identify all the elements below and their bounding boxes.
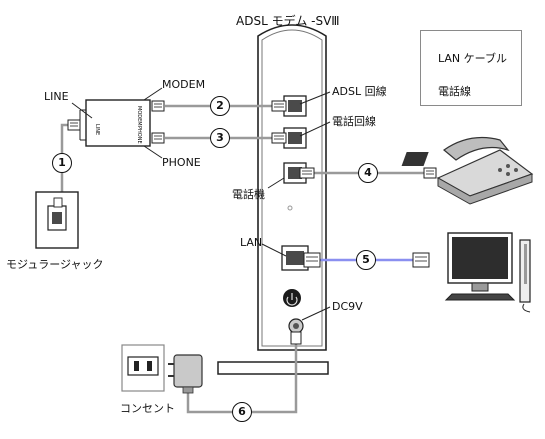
modem-title: ADSL モデム -SVⅢ [236,14,340,28]
modular-jack [35,191,79,249]
legend [420,30,522,106]
step-badge-2: 2 [210,96,230,116]
lan-label: LAN [240,236,263,249]
leader-telephone [267,177,285,189]
power-button [283,289,301,307]
splitter-phone-label: PHONE [162,156,201,169]
plug-splitter-phone [151,132,165,144]
cable-1 [60,123,70,200]
plug-modem-phone-line [271,132,287,144]
step-badge-5: 5 [356,250,376,270]
leader-adsl-line [299,91,331,105]
splitter-modem-label: MODEM [162,78,206,91]
splitter-body-modem: MODEM [136,106,142,126]
modem-indicator [287,205,293,211]
plug-telephone [423,167,437,179]
step-badge-4: 4 [358,163,378,183]
modem-stand [217,361,329,375]
telephone [401,137,534,205]
plug-dc [290,331,302,345]
splitter: LINE MODEM PHONE [79,99,151,147]
outlet-label: コンセント [120,402,175,415]
plug-modem-telephone [299,167,315,179]
port-adsl-line [283,95,307,117]
plug-pc-lan [412,252,430,268]
splitter-line-label: LINE [44,90,69,103]
splitter-body-phone: PHONE [136,126,142,144]
adsl-line-label: ADSL 回線 [332,85,387,98]
legend-phone-label: 電話線 [438,85,471,98]
leader-line-label [71,102,93,119]
pc [444,232,531,313]
modular-jack-label: モジュラージャック [6,258,104,271]
phone-line-label: 電話回線 [332,115,376,128]
step-badge-3: 3 [210,128,230,148]
leader-phone-label [143,145,163,159]
wall-outlet [121,344,165,392]
plug-splitter-modem [151,100,165,112]
dc9v-label: DC9V [332,300,363,313]
port-phone-line [283,127,307,149]
splitter-body-line: LINE [94,124,100,135]
leader-lan [261,243,287,257]
leader-dc9v [301,306,331,321]
leader-modem-label [143,87,163,101]
legend-lan-label: LAN ケーブル [438,52,507,65]
port-dc9v [288,318,304,334]
plug-modem-lan [303,252,321,268]
ac-adapter [168,354,203,394]
plug-splitter-line [67,119,81,131]
plug-modem-adsl [271,100,287,112]
telephone-label: 電話機 [232,188,265,201]
step-badge-6: 6 [232,402,252,422]
leader-phone-line [299,121,331,137]
step-badge-1: 1 [52,153,72,173]
